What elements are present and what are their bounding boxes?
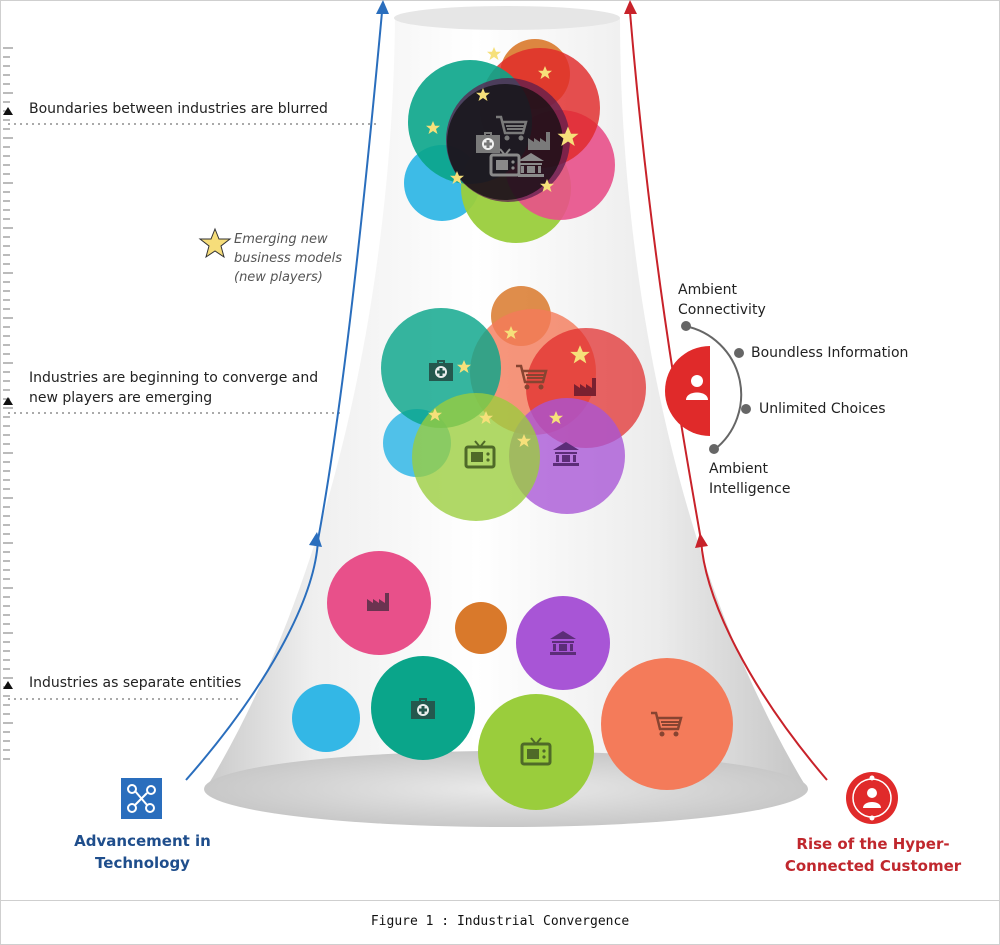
driver-title-line: Technology [95,854,190,872]
separate-industries-cluster [292,551,733,810]
driver-customer-title: Rise of the Hyper- Connected Customer [780,833,966,877]
attribute-ambient-intelligence: Ambient Intelligence [709,459,790,499]
technology-arrow [185,11,383,781]
stage-label-line: Industries are beginning to converge and [29,370,319,386]
stage-label-line: new players are emerging [29,390,213,406]
technology-arrow-mid-head [309,532,322,547]
stage-label-separate: Industries as separate entities [29,675,242,691]
customer-arrow-head [624,0,637,14]
network-nodes-icon [121,778,162,819]
attribute-dot [734,348,744,358]
customer-arrow-mid-head [695,533,708,548]
legend-emerging-business-models: Emerging new business models (new player… [234,230,342,287]
stage-label-converging: Industries are beginning to converge and… [29,368,318,408]
customer-badge-icon [846,772,898,824]
attribute-ambient-connectivity: Ambient Connectivity [678,280,766,320]
attribute-unlimited-choices: Unlimited Choices [759,401,886,417]
customer-icon [686,375,708,400]
stage-marker-icon [3,681,13,689]
driver-title-line: Advancement in [74,832,211,850]
attribute-boundless-information: Boundless Information [751,345,909,361]
medical-kit-icon [429,360,453,381]
driver-title-line: Rise of the Hyper- [796,835,950,853]
attribute-dot [741,404,751,414]
stage-label-blurred: Boundaries between industries are blurre… [29,101,328,117]
medical-kit-icon [476,132,500,153]
attribute-line: Intelligence [709,481,791,497]
left-tick-ruler [3,47,13,760]
attribute-line: Ambient [709,461,768,477]
technology-arrow-head [376,0,389,14]
legend-line: business models [234,251,343,266]
medical-kit-icon [411,698,435,719]
legend-line: (new players) [234,270,323,285]
figure-caption: Figure 1 : Industrial Convergence [370,914,630,929]
industry-circle-blue [292,684,360,752]
blurred-industries-cluster [404,39,615,243]
attribute-line: Connectivity [678,302,766,318]
industry-circle-orange [455,602,507,654]
customer-half-disc [665,346,710,436]
driver-technology-title: Advancement in Technology [60,830,225,874]
attribute-line: Ambient [678,282,737,298]
driver-title-line: Connected Customer [784,857,962,875]
attribute-dot [709,444,719,454]
stage-marker-icon [3,397,13,405]
attribute-dot [681,321,691,331]
customer-arrow [629,11,828,781]
legend-star-icon [198,227,232,259]
tower-top-rim [394,6,620,30]
caption-divider [1,900,999,901]
stage-marker-icon [3,107,13,115]
converging-industries-cluster [381,286,646,521]
customer-attribute-arc [684,325,743,451]
convergence-diagram [3,0,898,827]
legend-line: Emerging new [234,232,328,247]
